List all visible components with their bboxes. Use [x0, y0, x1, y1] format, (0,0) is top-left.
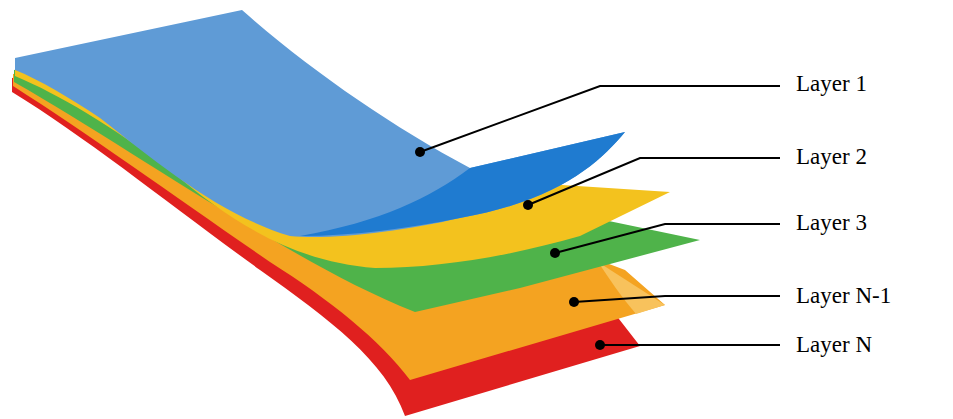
- layer-label: Layer 2: [796, 144, 867, 170]
- leader-line: [528, 158, 780, 205]
- layer-label: Layer N: [796, 332, 872, 358]
- leader-line: [574, 296, 780, 302]
- leader-line: [555, 224, 780, 253]
- layer-label: Layer 1: [796, 71, 867, 97]
- leader-dot: [415, 147, 425, 157]
- orange-sheet-tip: [598, 262, 665, 314]
- leader-dot: [523, 200, 533, 210]
- leader-dot: [569, 297, 579, 307]
- leader-dot: [550, 248, 560, 258]
- layer-label: Layer 3: [796, 210, 867, 236]
- leader-line: [600, 344, 780, 346]
- layer-label: Layer N-1: [796, 283, 891, 309]
- leader-line: [420, 86, 780, 152]
- leader-dot: [595, 340, 605, 350]
